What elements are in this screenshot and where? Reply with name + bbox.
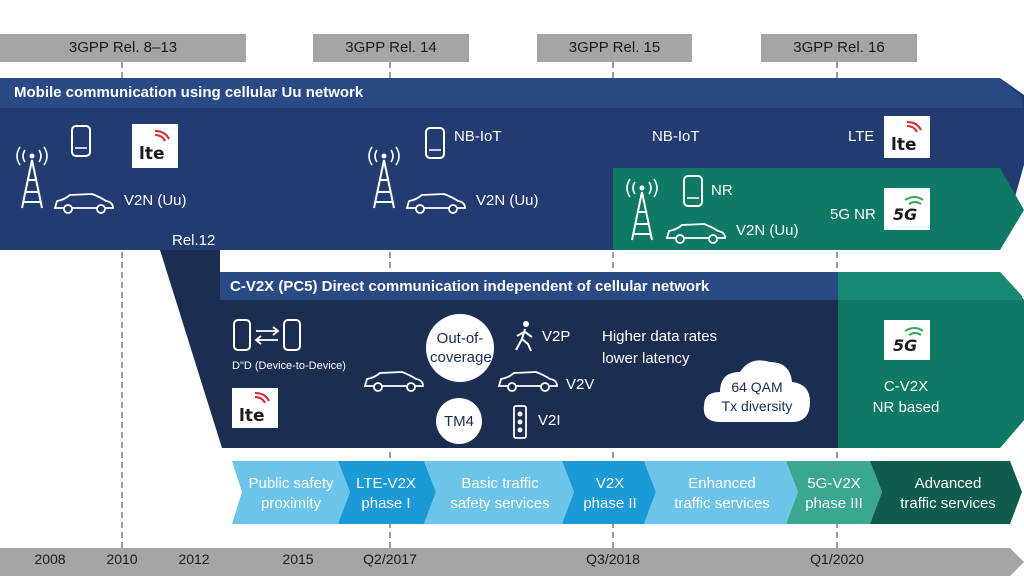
svg-text:5G: 5G [893,336,917,355]
pc5-band-header [220,272,1022,300]
year-q2-2017: Q2/2017 [363,551,417,567]
v2i-label: V2I [538,412,561,429]
lte-logo-3: lte [232,388,278,428]
nbiot-label-1: NB-IoT [454,128,502,145]
v2n-label-left: V2N (Uu) [124,192,187,209]
car-icon-2 [405,193,466,214]
higher-data-rates-label: Higher data rates [602,328,718,345]
release-tab-rel14: 3GPP Rel. 14 [313,34,469,62]
traffic-light-icon [513,405,527,439]
tm4-bubble: TM4 [436,398,482,444]
pc5-green-shape [838,272,1024,448]
nbiot-label-2: NB-IoT [652,128,700,145]
phase-arrow-6 [870,461,1022,524]
phone-icon [71,125,91,157]
v2n-label-nr: V2N (Uu) [736,222,799,239]
qam-line2: Tx diversity [721,398,793,414]
fivegnr-label: 5G NR [830,206,876,223]
cell-tower-icon-3 [626,178,658,241]
car-icon-3 [665,223,726,244]
cv2x-line2: NR based [872,399,940,416]
phase-arrow-0 [232,461,350,524]
lte-label: LTE [848,128,875,145]
phase-arrow-5 [786,461,882,524]
phone-icon-2 [425,127,445,159]
cv2x-line1: C-V2X [883,378,929,395]
uu-band-title: Mobile communication using cellular Uu n… [14,84,364,101]
rel12-label: Rel.12 [172,232,216,249]
uu-band-header [0,78,1022,108]
phase-arrow-4 [644,461,798,524]
lte-logo-2: lte [884,116,930,158]
v2p-label: V2P [542,328,571,345]
release-tab-rel15: 3GPP Rel. 15 [537,34,692,62]
out-of-coverage-bubble: Out-of-coverage [426,314,494,382]
qam-line1: 64 QAM [731,379,783,395]
cv2x-nr-text: C-V2X NR based [856,376,956,418]
d2d-label: D"D (Device-to-Device) [232,360,346,372]
lower-latency-label: lower latency [602,350,690,367]
phase-arrow-3 [562,461,656,524]
year-2012: 2012 [178,551,210,567]
year-2015: 2015 [282,551,314,567]
phone-icon-3 [683,175,703,207]
release-tab-rel8-13: 3GPP Rel. 8–13 [0,34,246,62]
pc5-band-title: C-V2X (PC5) Direct communication indepen… [230,278,710,295]
lte-logo: lte [132,124,178,168]
phase-arrow-2 [424,461,574,524]
svg-text:lte: lte [891,135,916,155]
car-icon-4 [363,371,424,392]
svg-text:lte: lte [239,406,264,426]
svg-text:lte: lte [139,144,164,164]
d2d-arrows-icon [233,319,301,351]
release-tab-rel16: 3GPP Rel. 16 [761,34,917,62]
v2v-label: V2V [566,376,595,393]
year-2008: 2008 [34,551,66,567]
5g-logo: 5G [884,188,930,230]
5g-logo-2: 5G [884,320,930,360]
pedestrian-icon [515,321,533,352]
cell-tower-icon [16,146,48,209]
car-icon [53,193,114,214]
year-q3-2018: Q3/2018 [586,551,640,567]
v2n-label-mid: V2N (Uu) [476,192,539,209]
svg-text:5G: 5G [893,205,917,224]
car-icon-5 [497,371,558,392]
year-q1-2020: Q1/2020 [810,551,864,567]
year-line-2010 [121,62,123,548]
cell-tower-icon-2 [368,146,400,209]
qam-text: 64 QAM Tx diversity [706,378,808,416]
phase-arrow-1 [338,461,436,524]
cloud-shape [703,360,810,422]
year-2010: 2010 [106,551,138,567]
nr-label: NR [711,182,733,199]
year-bar [0,548,1024,576]
